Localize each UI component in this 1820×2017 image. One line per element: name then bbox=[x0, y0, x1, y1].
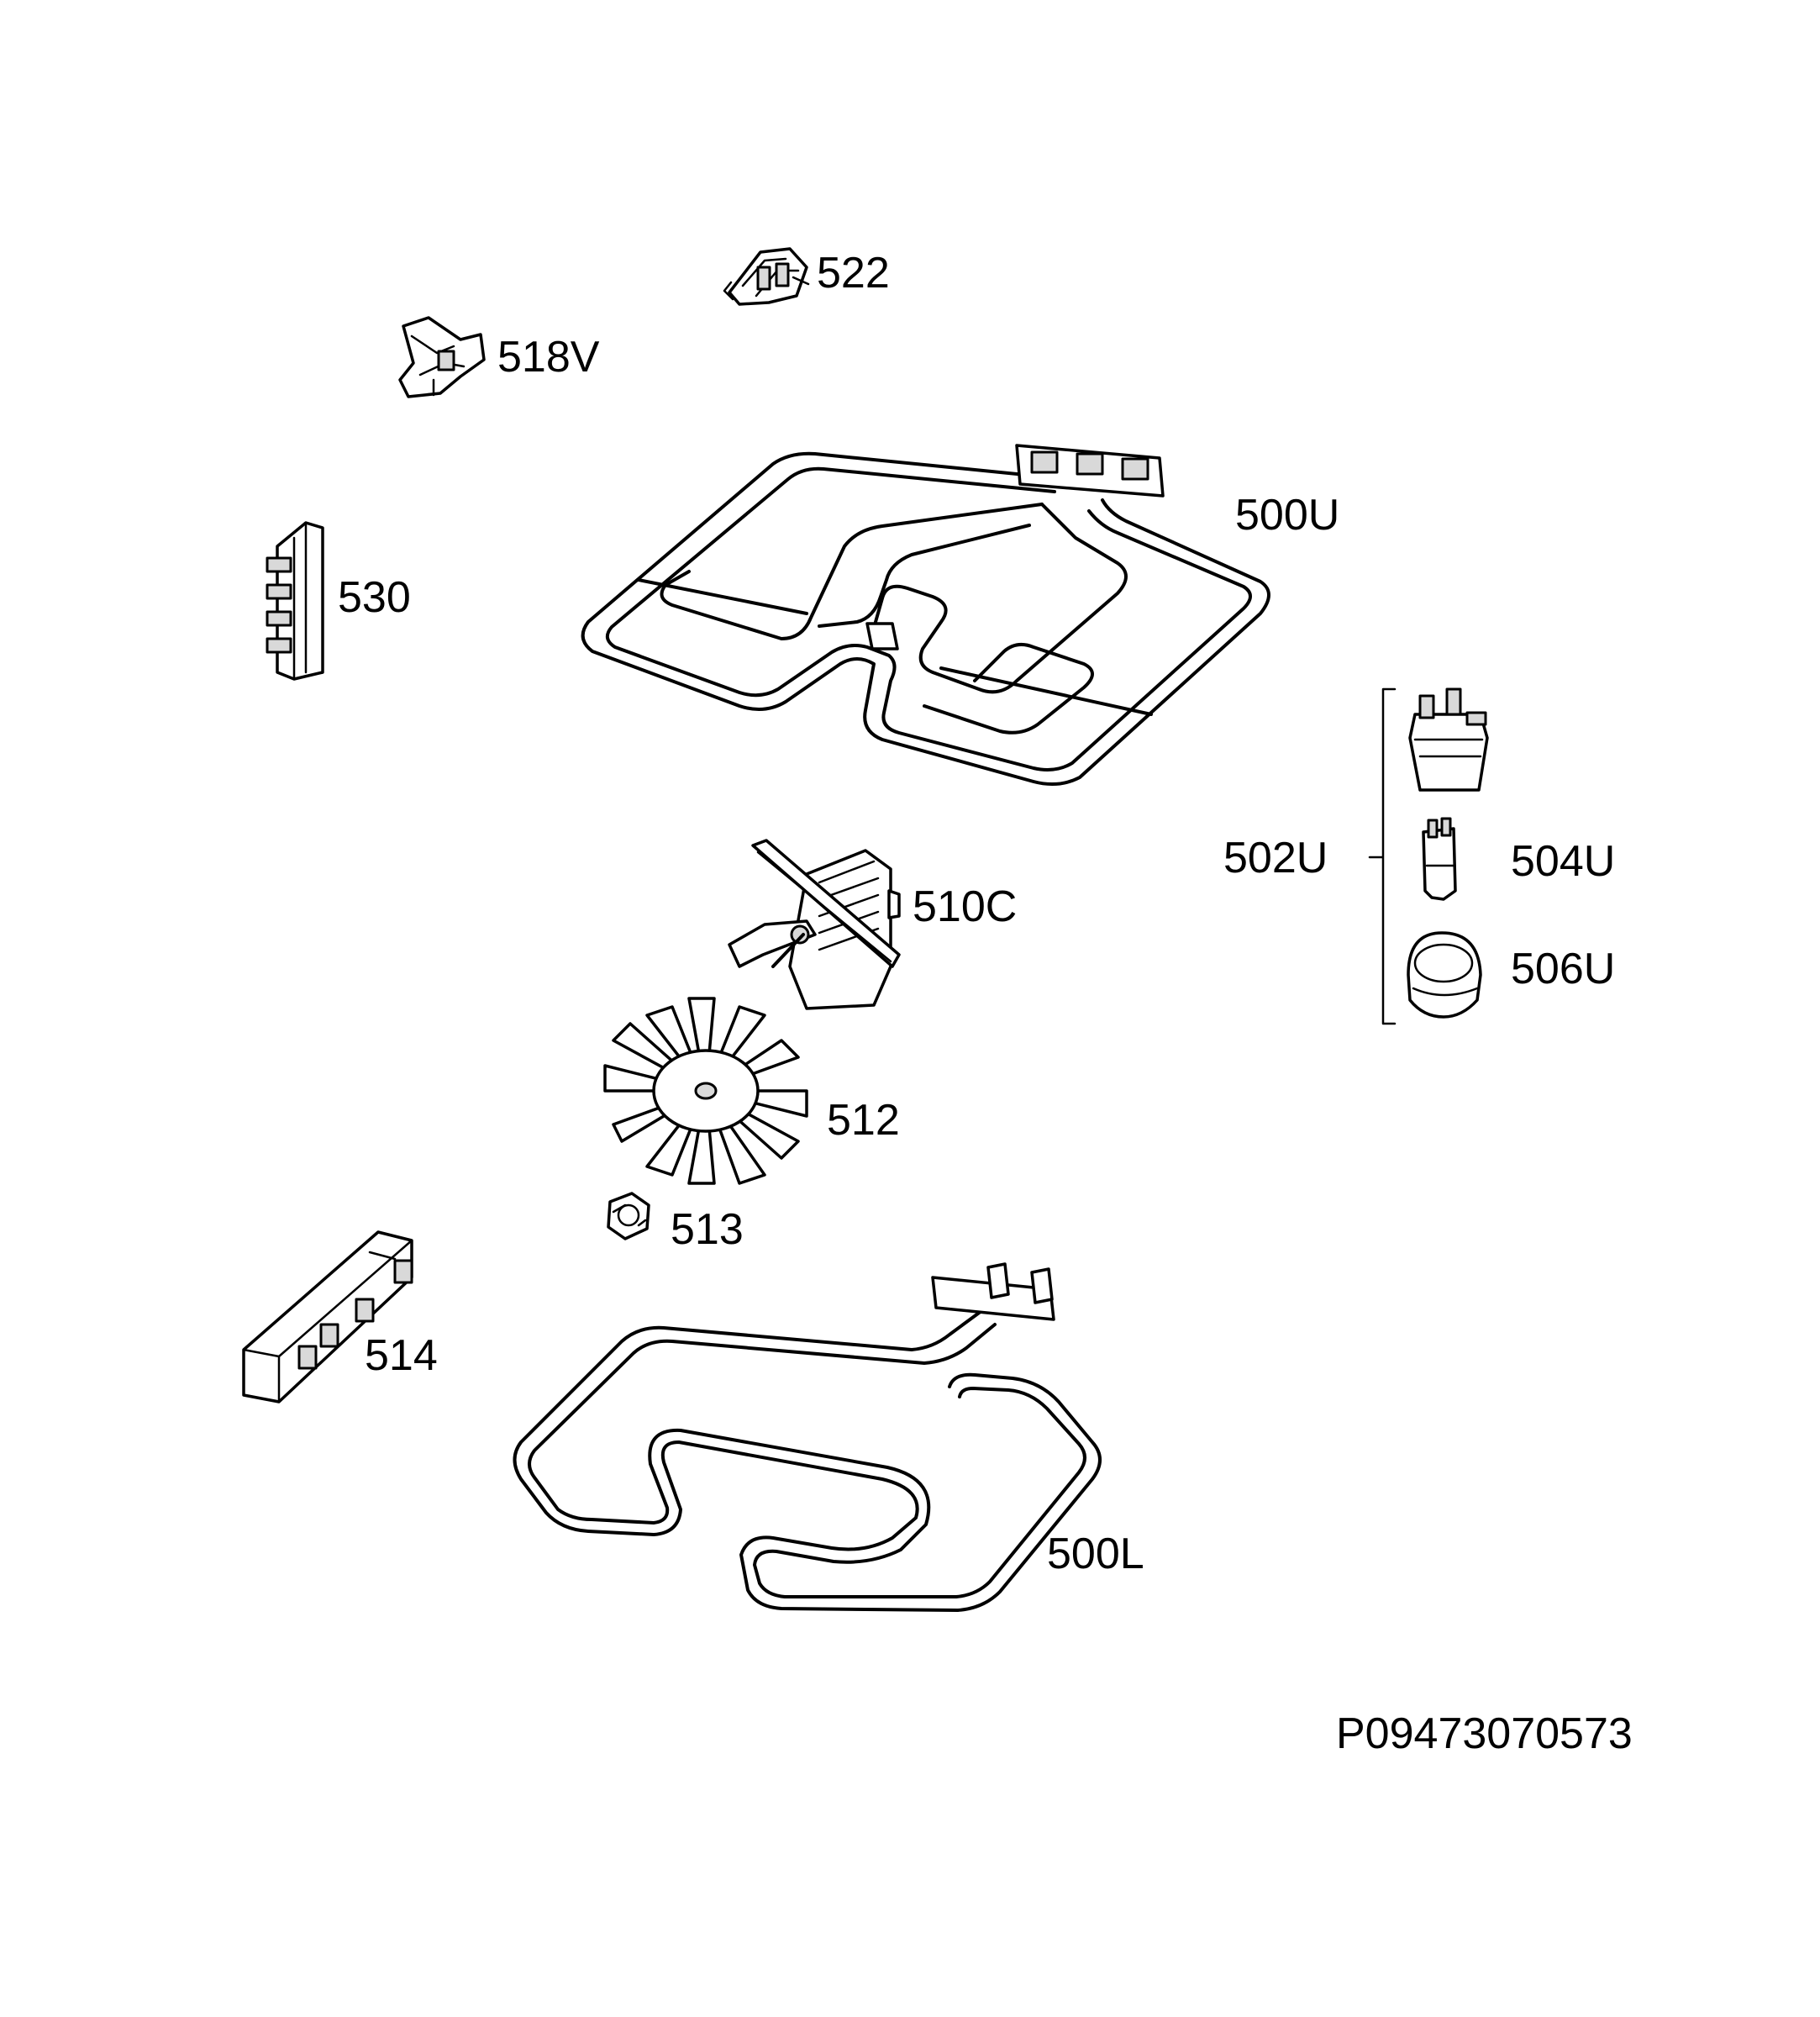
part-518v-bracket[interactable] bbox=[398, 316, 486, 398]
label-513: 513 bbox=[671, 1205, 744, 1254]
label-530: 530 bbox=[338, 573, 411, 622]
label-500l: 500L bbox=[1047, 1530, 1144, 1578]
group-502u-bracket bbox=[1368, 687, 1397, 1025]
part-506u-lamp-glass[interactable] bbox=[1407, 931, 1482, 1019]
label-506u: 506U bbox=[1511, 945, 1615, 993]
part-500u-upper-heating-element[interactable] bbox=[581, 444, 1270, 787]
label-522: 522 bbox=[817, 249, 890, 298]
label-500u: 500U bbox=[1235, 491, 1339, 540]
part-500l-lower-heating-element[interactable] bbox=[513, 1262, 1102, 1612]
part-514-ignition-module[interactable] bbox=[242, 1230, 413, 1403]
label-502u: 502U bbox=[1223, 834, 1328, 882]
label-514: 514 bbox=[365, 1331, 438, 1380]
label-504u: 504U bbox=[1511, 837, 1615, 886]
part-502u-lamp-holder[interactable] bbox=[1408, 687, 1489, 792]
label-518v: 518V bbox=[497, 333, 600, 382]
part-510c-fan-motor[interactable] bbox=[728, 839, 901, 1010]
label-510c: 510C bbox=[913, 882, 1017, 931]
part-522-terminal-clip[interactable] bbox=[723, 247, 810, 306]
part-530-terminal-block[interactable] bbox=[266, 521, 324, 681]
part-504u-lamp-bulb[interactable] bbox=[1422, 817, 1457, 901]
diagram-reference-code: P09473070573 bbox=[1336, 1709, 1633, 1758]
part-512-fan-blade[interactable] bbox=[603, 997, 808, 1185]
part-513-nut[interactable] bbox=[607, 1192, 650, 1240]
label-512: 512 bbox=[827, 1096, 900, 1145]
